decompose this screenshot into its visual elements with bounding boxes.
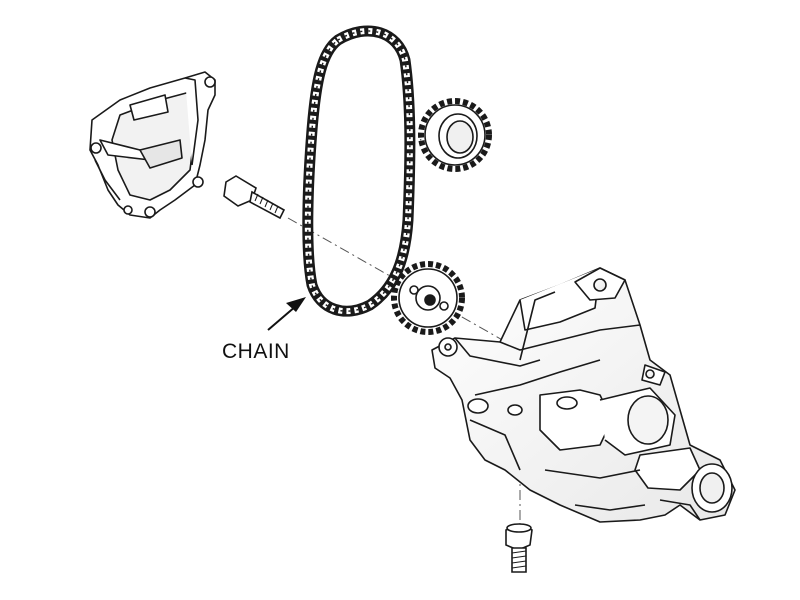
- sprocket-upper: [421, 101, 489, 169]
- chain-cover: [90, 72, 215, 218]
- sprocket-lower: [394, 264, 462, 332]
- timing-chain: [308, 31, 410, 311]
- oil-pump-body: [432, 268, 735, 522]
- chain-label: CHAIN: [222, 340, 290, 363]
- bolt-upper: [224, 176, 284, 218]
- bolt-lower: [506, 524, 532, 572]
- chain-pointer-arrow: [268, 297, 306, 330]
